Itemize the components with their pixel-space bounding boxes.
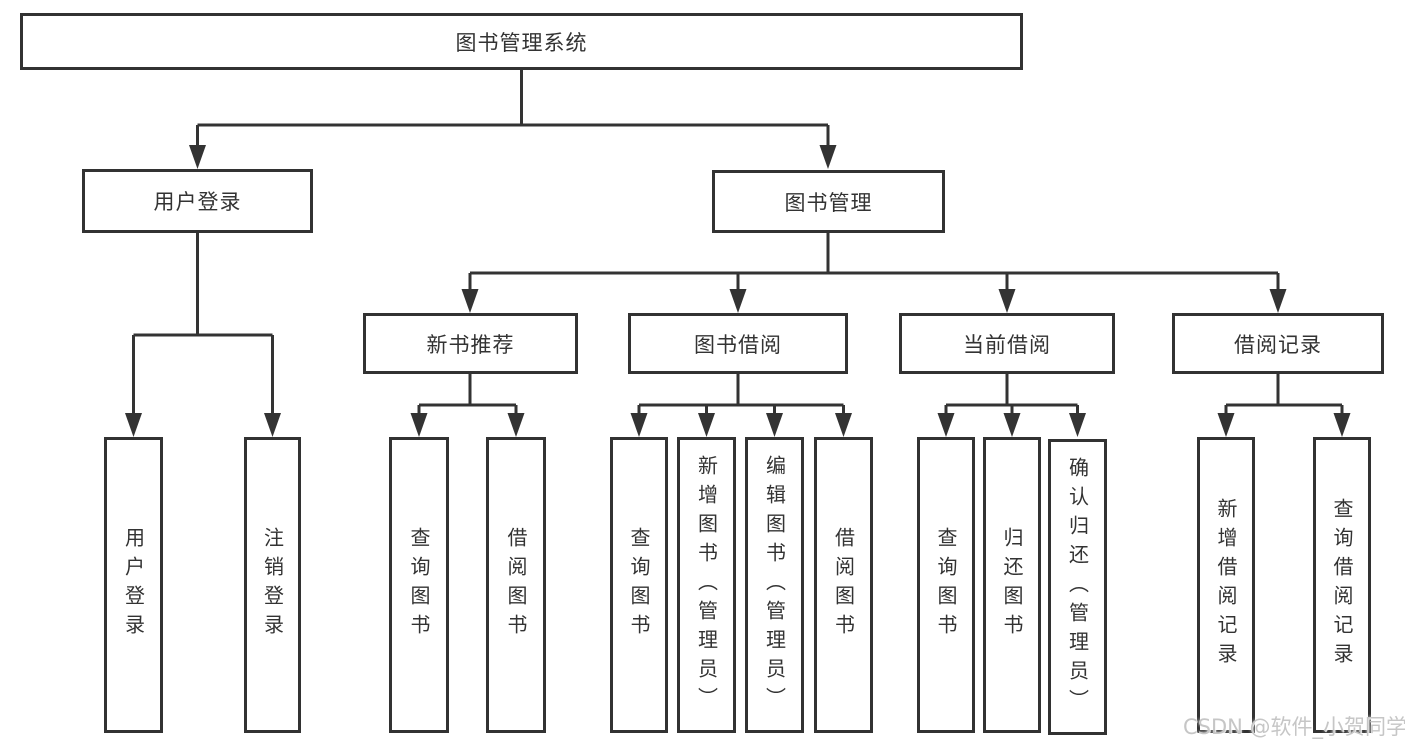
node-current-borrowing: 当前借阅 bbox=[899, 313, 1115, 374]
node-label: 借阅记录 bbox=[1234, 332, 1322, 357]
leaf-edit-book-admin: 编辑图书（管理员） bbox=[745, 437, 804, 733]
leaf-confirm-return-admin: 确认归还（管理员） bbox=[1048, 439, 1107, 735]
node-label: 查询图书 bbox=[407, 527, 431, 643]
node-system-root: 图书管理系统 bbox=[20, 13, 1023, 70]
node-label: 查询图书 bbox=[934, 527, 958, 643]
node-label: 确认归还（管理员） bbox=[1065, 456, 1090, 718]
node-label: 当前借阅 bbox=[963, 332, 1051, 357]
leaf-add-borrow-record: 新增借阅记录 bbox=[1197, 437, 1255, 733]
leaf-borrow-books: 借阅图书 bbox=[814, 437, 873, 733]
node-label: 图书借阅 bbox=[694, 332, 782, 357]
node-label: 用户登录 bbox=[153, 190, 242, 214]
node-label: 用户登录 bbox=[121, 527, 146, 643]
node-label: 注销登录 bbox=[260, 527, 285, 643]
leaf-query-books-recommend: 查询图书 bbox=[389, 437, 449, 733]
node-label: 归还图书 bbox=[1000, 527, 1024, 643]
node-label: 查询图书 bbox=[627, 527, 651, 643]
node-label: 编辑图书（管理员） bbox=[762, 454, 787, 716]
node-label: 新增图书（管理员） bbox=[694, 454, 719, 716]
node-book-management: 图书管理 bbox=[712, 170, 945, 233]
node-book-borrowing: 图书借阅 bbox=[628, 313, 848, 374]
leaf-add-book-admin: 新增图书（管理员） bbox=[677, 437, 736, 733]
node-label: 查询借阅记录 bbox=[1330, 498, 1354, 672]
leaf-user-login: 用户登录 bbox=[104, 437, 163, 733]
node-borrowing-records: 借阅记录 bbox=[1172, 313, 1384, 374]
node-user-login: 用户登录 bbox=[82, 169, 313, 233]
node-label: 新书推荐 bbox=[426, 332, 515, 357]
leaf-query-books-current: 查询图书 bbox=[917, 437, 975, 733]
leaf-borrow-books-recommend: 借阅图书 bbox=[486, 437, 546, 733]
node-label: 图书管理 bbox=[784, 190, 873, 215]
csdn-watermark: CSDN @软件_小贺同学 bbox=[1183, 715, 1405, 739]
leaf-return-books: 归还图书 bbox=[983, 437, 1041, 733]
leaf-logout: 注销登录 bbox=[244, 437, 301, 733]
node-label: 新增借阅记录 bbox=[1214, 498, 1238, 672]
leaf-query-books-borrow: 查询图书 bbox=[610, 437, 668, 733]
node-label: 借阅图书 bbox=[831, 527, 856, 643]
node-new-book-recommendation: 新书推荐 bbox=[363, 313, 578, 374]
node-label: 图书管理系统 bbox=[455, 30, 588, 55]
node-label: 借阅图书 bbox=[504, 527, 528, 643]
leaf-query-borrow-record: 查询借阅记录 bbox=[1313, 437, 1371, 733]
